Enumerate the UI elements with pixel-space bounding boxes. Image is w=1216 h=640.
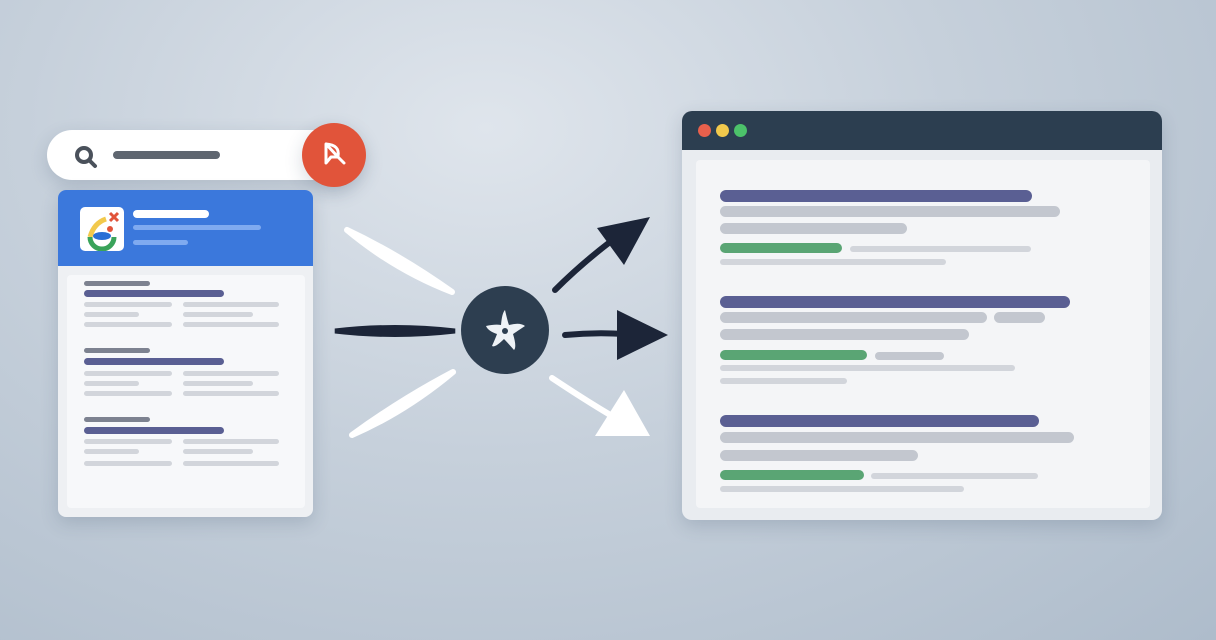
text-placeholder-line (871, 473, 1038, 479)
text-placeholder-line (875, 352, 944, 360)
text-placeholder-line (183, 312, 253, 317)
output-arrow-up (552, 239, 613, 293)
output-arrow-down (549, 375, 615, 419)
result-body (67, 275, 305, 508)
text-placeholder-line (850, 246, 1031, 252)
text-placeholder-line (84, 439, 172, 444)
text-placeholder-line (183, 449, 253, 454)
minimize-dot[interactable] (716, 124, 729, 137)
text-placeholder-line (720, 223, 907, 234)
text-placeholder-line (183, 439, 279, 444)
text-placeholder-line (84, 322, 172, 327)
text-placeholder-line (84, 312, 139, 317)
text-placeholder-line (720, 312, 987, 323)
result-url (720, 470, 864, 480)
text-placeholder-line (84, 281, 150, 286)
input-stroke-top (344, 227, 455, 295)
arrow-head-up (597, 217, 650, 265)
arrow-head-down (595, 390, 650, 436)
search-button[interactable] (302, 123, 366, 187)
cursor-search-icon (324, 142, 346, 165)
text-placeholder-line (84, 427, 224, 434)
maximize-dot[interactable] (734, 124, 747, 137)
text-placeholder-line (84, 290, 224, 297)
browser-titlebar (682, 111, 1162, 150)
close-dot[interactable] (698, 124, 711, 137)
text-placeholder-line (720, 206, 1060, 217)
input-stroke-bottom (349, 369, 456, 438)
search-result-card (58, 190, 313, 517)
search-query-placeholder (113, 151, 220, 159)
header-line (133, 225, 261, 230)
result-title (720, 190, 1032, 202)
result-url (720, 350, 867, 360)
text-placeholder-line (84, 391, 172, 396)
text-placeholder-line (183, 322, 279, 327)
header-line (133, 240, 188, 245)
text-placeholder-line (720, 365, 1015, 371)
page-content (696, 160, 1150, 508)
hub-node (461, 286, 549, 374)
text-placeholder-line (183, 371, 279, 376)
text-placeholder-line (84, 461, 172, 466)
text-placeholder-line (84, 417, 150, 422)
result-url (720, 243, 842, 253)
text-placeholder-line (84, 348, 150, 353)
arrow-head-right (617, 310, 668, 360)
text-placeholder-line (84, 449, 139, 454)
text-placeholder-line (183, 391, 279, 396)
text-placeholder-line (720, 329, 969, 340)
output-arrow-right (562, 330, 628, 338)
text-placeholder-line (994, 312, 1045, 323)
text-placeholder-line (84, 371, 172, 376)
app-logo-icon (80, 207, 124, 252)
text-placeholder-line (183, 381, 253, 386)
text-placeholder-line (84, 302, 172, 307)
starfish-icon (486, 310, 525, 350)
result-title (720, 296, 1070, 308)
text-placeholder-line (720, 378, 847, 384)
text-placeholder-line (720, 432, 1074, 443)
input-stroke-middle (334, 325, 456, 337)
text-placeholder-line (720, 486, 964, 492)
text-placeholder-line (720, 450, 918, 461)
browser-window (682, 111, 1162, 520)
text-placeholder-line (84, 381, 139, 386)
text-placeholder-line (84, 358, 224, 365)
text-placeholder-line (183, 461, 279, 466)
text-placeholder-line (183, 302, 279, 307)
search-icon (75, 146, 97, 168)
result-title (720, 415, 1039, 427)
header-title-line (133, 210, 209, 218)
text-placeholder-line (720, 259, 946, 265)
